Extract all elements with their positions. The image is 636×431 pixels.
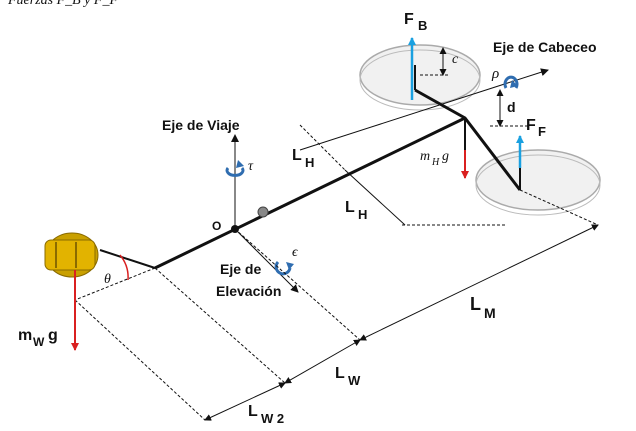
- front-rotor-disc-edge: [475, 154, 601, 216]
- lh1-extension: [299, 124, 346, 171]
- lw-subscript: W: [348, 373, 361, 388]
- center-of-mass-marker: [257, 206, 269, 218]
- elevation-axis: [234, 228, 299, 293]
- lh2-label: L: [345, 199, 355, 216]
- theta-arc: [119, 254, 129, 281]
- main-beam: [154, 116, 466, 270]
- fb-subscript: B: [418, 18, 427, 33]
- lw2-extension-left: [74, 299, 206, 421]
- travel-rotation-icon: [225, 160, 245, 177]
- lw2-dimension-line: [204, 382, 286, 421]
- lh1-subscript: H: [305, 155, 314, 170]
- lm-subscript: M: [484, 305, 496, 321]
- front-rotor-disc: [475, 149, 601, 211]
- epsilon-symbol: ϵ: [292, 245, 299, 260]
- counterweight-arm: [99, 249, 156, 269]
- lm-extension-right: [519, 189, 599, 226]
- lm-label: L: [470, 294, 481, 314]
- mhg-g: g: [442, 149, 449, 164]
- lh2-subscript: H: [358, 207, 367, 222]
- top-caption: Fuerzas F_B y F_F: [7, 0, 118, 8]
- tau-symbol: τ: [248, 159, 254, 174]
- ff-label: F: [526, 117, 536, 134]
- origin-label: O: [212, 219, 221, 233]
- lh-dimension-line: [344, 169, 406, 226]
- theta-label: θ: [104, 272, 111, 287]
- theta-reference-line: [74, 267, 156, 301]
- lm-extension-left: [234, 228, 361, 341]
- c-label: c: [452, 52, 459, 67]
- rho-symbol: ρ: [491, 66, 499, 82]
- fb-label: F: [404, 11, 414, 28]
- counterweight: [44, 232, 99, 278]
- elevation-label-line1: Eje de: [220, 261, 261, 277]
- lw2-subscript: W 2: [261, 411, 284, 426]
- mwg-m: m: [18, 327, 32, 344]
- elevation-rotation-icon: [274, 260, 294, 276]
- ff-subscript: F: [538, 124, 546, 139]
- travel-axis-label: Eje de Viaje: [162, 117, 240, 133]
- mwg-sub: W: [33, 335, 45, 349]
- d-label: d: [507, 99, 516, 115]
- pitch-axis: [299, 68, 549, 151]
- lw-dimension-line: [284, 339, 361, 384]
- elevation-label-line2: Elevación: [216, 283, 281, 299]
- lw-extension-left: [154, 267, 286, 384]
- lw2-label: L: [248, 403, 258, 420]
- pitch-rotation-icon: [503, 75, 519, 89]
- lw-label: L: [335, 365, 345, 382]
- pitch-axis-label: Eje de Cabeceo: [493, 39, 597, 55]
- lm-dimension-line: [359, 224, 599, 341]
- mwg-g: g: [48, 327, 58, 344]
- back-rotor-disc-edge: [359, 49, 481, 111]
- lh1-label: L: [292, 147, 302, 164]
- mhg-sub: H: [431, 157, 440, 168]
- mhg-m: m: [420, 149, 430, 164]
